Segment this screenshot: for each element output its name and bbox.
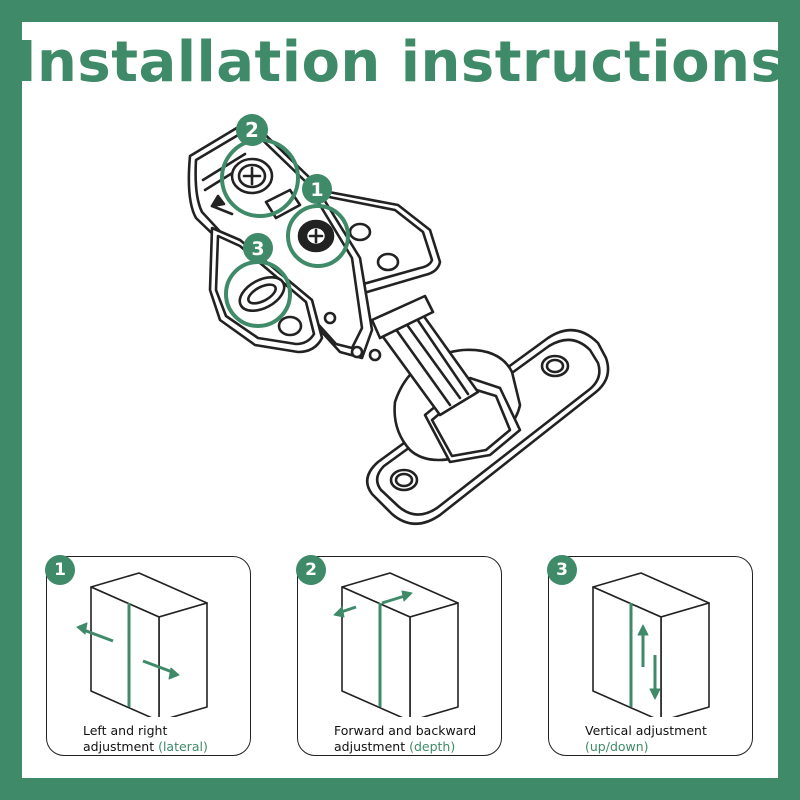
panel-vertical-adjustment: 3 Vertical adjustment (up/down) <box>547 555 753 756</box>
oval-slot-3 <box>238 275 286 313</box>
panel-caption-3: Vertical adjustment (up/down) <box>585 723 707 754</box>
cabinet-cube-depth <box>333 572 459 717</box>
page-title: Installation instructions <box>15 30 785 95</box>
panel-caption-1: Left and right adjustment (lateral) <box>83 723 208 754</box>
callout-badge-1: 1 <box>302 174 332 204</box>
hinge-link <box>370 294 480 417</box>
cabinet-cube-vertical <box>592 572 710 717</box>
panel-lateral-adjustment: 1 Left and right adjustment (lateral) <box>45 555 251 756</box>
svg-text:1: 1 <box>310 179 323 201</box>
svg-text:3: 3 <box>251 238 264 260</box>
panel-caption-2: Forward and backward adjustment (depth) <box>334 723 477 754</box>
screw-2 <box>230 157 274 195</box>
screw-1 <box>297 219 335 253</box>
callout-badge-3: 3 <box>243 233 273 263</box>
cabinet-cube-lateral <box>76 572 208 717</box>
callout-badge-2: 2 <box>236 114 268 146</box>
panel-badge-2: 2 <box>296 555 326 585</box>
panel-badge-1: 1 <box>45 555 75 585</box>
hinge-illustration: 2 1 3 <box>187 114 610 526</box>
svg-text:2: 2 <box>245 118 259 142</box>
panel-depth-adjustment: 2 Forward and backward adjustment (depth… <box>296 555 502 756</box>
panel-badge-3: 3 <box>547 555 577 585</box>
